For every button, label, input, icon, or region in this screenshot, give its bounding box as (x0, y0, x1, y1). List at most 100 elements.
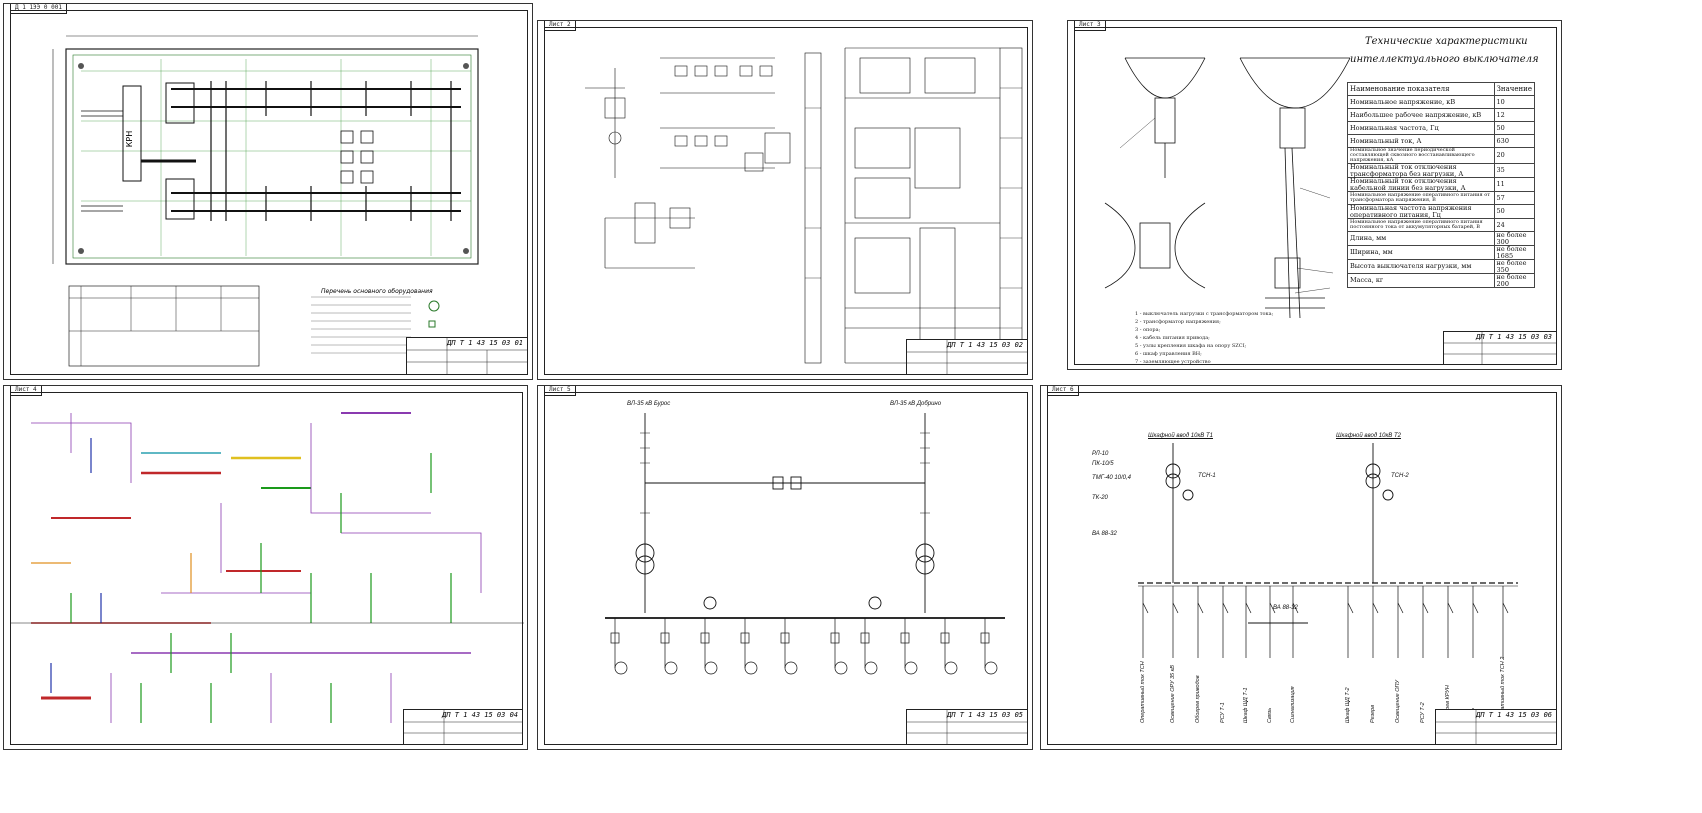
sheet-tag: Лист 4 (10, 386, 42, 396)
drawing-code: ДП Т 1 43 15 03 03 (1476, 333, 1552, 341)
specs-title-line1: Технические характеристики (1365, 36, 1528, 47)
specs-header-cell: Значение (1493, 82, 1536, 96)
feeder-switch (1222, 602, 1229, 614)
specs-cell: Ширина, мм (1347, 245, 1495, 260)
sheet-network-scheme[interactable]: Лист 4 (3, 385, 528, 750)
legend-line: 3 - опора; (1135, 327, 1161, 333)
feeder-switch (1502, 602, 1509, 614)
feeder-label: РСУ Т-2 (1420, 702, 1426, 723)
specs-cell: не более 350 (1493, 259, 1536, 274)
feeder-switch (1372, 602, 1379, 614)
legend-line: 6 - шкаф управления ВН; (1135, 351, 1202, 357)
feeder-switch (1397, 602, 1404, 614)
feeder-breaker (830, 632, 840, 644)
sheet-tag: Лист 6 (1047, 386, 1079, 396)
specs-cell: не более 200 (1493, 273, 1536, 288)
label-va: ВА 88-32 (1092, 531, 1117, 537)
specs-table-row: Номинальное напряжение оперативного пита… (1347, 218, 1536, 232)
feeder-device (704, 661, 718, 675)
t2-input-label: Шкафной ввод 10кВ Т2 (1336, 433, 1401, 439)
specs-cell: Номинальное напряжение оперативного пита… (1347, 218, 1495, 232)
specs-cell: 20 (1493, 147, 1536, 164)
feeder-breaker (900, 632, 910, 644)
sheet-site-plan[interactable]: Д 1 1ЭЭ 0 001 (3, 3, 533, 380)
specs-cell: не более 300 (1493, 231, 1536, 246)
feeder-switch (1172, 602, 1179, 614)
label-tmg: ТМГ-40 10/0,4 (1092, 475, 1132, 481)
specs-cell: 11 (1493, 177, 1536, 192)
drawing-frame: КРН (10, 10, 528, 375)
feeder-label: Оперативный ток ТСН (1140, 661, 1146, 723)
feeder-label: Связь (1267, 707, 1273, 723)
left-line-label: ВЛ-35 кВ Бурос (627, 401, 671, 407)
right-line-label: ВЛ-35 кВ Добрино (890, 401, 942, 407)
t1-input-label: Шкафной ввод 10кВ Т1 (1148, 433, 1213, 439)
feeder-label: Резерв (1370, 704, 1376, 723)
title-block: ДП Т 1 43 15 03 02 (906, 339, 1028, 375)
specs-header-cell: Наименование показателя (1347, 82, 1495, 96)
feeder-label: Освещение ОРУ 35 кВ (1170, 665, 1176, 723)
feeder-switch (1292, 602, 1299, 614)
specs-cell: Масса, кг (1347, 273, 1495, 288)
feeder-switch (1422, 602, 1429, 614)
feeder-breaker (980, 632, 990, 644)
specs-cell: Номинальное напряжение оперативного пита… (1347, 191, 1495, 205)
feeder-label: РСУ Т-1 (1220, 702, 1226, 723)
drawing-code: ДП Т 1 43 15 03 04 (442, 711, 518, 719)
feeder-switch (1472, 602, 1479, 614)
specs-cell: Длина, мм (1347, 231, 1495, 246)
bus-switch-label: ВА 88-32 (1273, 605, 1298, 611)
label-rl: РЛ-10 (1092, 451, 1109, 457)
specs-table-row: Номинальный ток отключения кабельной лин… (1347, 177, 1536, 192)
aux-scheme-drawing (1138, 443, 1518, 658)
feeder-device (744, 661, 758, 675)
specs-cell: 57 (1493, 191, 1536, 205)
specs-cell: 10 (1493, 95, 1536, 109)
krn-label: КРН (125, 131, 134, 148)
specs-cell: Наибольшее рабочее напряжение, кВ (1347, 108, 1495, 122)
breaker-drawing (1104, 57, 1351, 319)
sheet-control-circuits[interactable]: Лист 2 (537, 20, 1033, 380)
feeder-label: Сигнализация (1290, 686, 1296, 723)
feeder-device (904, 661, 918, 675)
feeder-label: Шкаф ЩД Т-1 (1243, 687, 1249, 723)
feeder-switch (1142, 602, 1149, 614)
title-block: ДП Т 1 43 15 03 03 (1443, 331, 1557, 365)
drawing-code: ДП Т 1 43 15 03 02 (947, 341, 1023, 349)
specs-cell: не более 1685 (1493, 245, 1536, 260)
sheet-single-line-35kv[interactable]: Лист 5 ВЛ-35 кВ Бурос ВЛ-35 кВ Добрино Д… (537, 385, 1033, 750)
specs-cell: Номинальный ток отключения кабельной лин… (1347, 177, 1495, 192)
specs-title-line2: интеллектуального выключателя (1350, 54, 1539, 65)
drawing-code: ДП Т 1 43 15 03 05 (947, 711, 1023, 719)
feeder-breaker (860, 632, 870, 644)
title-block: ДП Т 1 43 15 03 01 (406, 337, 528, 375)
feeder-switch (1197, 602, 1204, 614)
sheet-aux-0-4kv[interactable]: Лист 6 Шкафной ввод 10кВ Т1 Шкафной ввод… (1040, 385, 1562, 750)
title-block: ДП Т 1 43 15 03 06 (1435, 709, 1557, 745)
feeder-breaker (700, 632, 710, 644)
specs-table-row: Номинальное напряжение оперативного пита… (1347, 191, 1536, 205)
label-pk: ПК-10/5 (1092, 461, 1114, 467)
feeder-device (944, 661, 958, 675)
network-drawing (11, 412, 524, 723)
sheet-breaker-specs[interactable]: Лист 3 Технические характеристики интелл… (1067, 20, 1562, 370)
sheet-tag: Лист 2 (544, 21, 576, 31)
drawing-code: ДП Т 1 43 15 03 06 (1476, 711, 1552, 719)
specs-cell: 24 (1493, 218, 1536, 232)
specs-cell: 630 (1493, 134, 1536, 148)
drawing-code: ДП Т 1 43 15 03 01 (447, 339, 523, 347)
feeder-device (864, 661, 878, 675)
feeder-device (614, 661, 628, 675)
specs-cell: 35 (1493, 163, 1536, 178)
title-block: ДП Т 1 43 15 03 05 (906, 709, 1028, 745)
specs-table-row: Номинальный ток отключения трансформатор… (1347, 163, 1536, 178)
specs-cell: Номинальный ток, А (1347, 134, 1495, 148)
tsn2-label: ТСН-2 (1391, 473, 1409, 479)
sheet-tag: Лист 3 (1074, 21, 1106, 31)
